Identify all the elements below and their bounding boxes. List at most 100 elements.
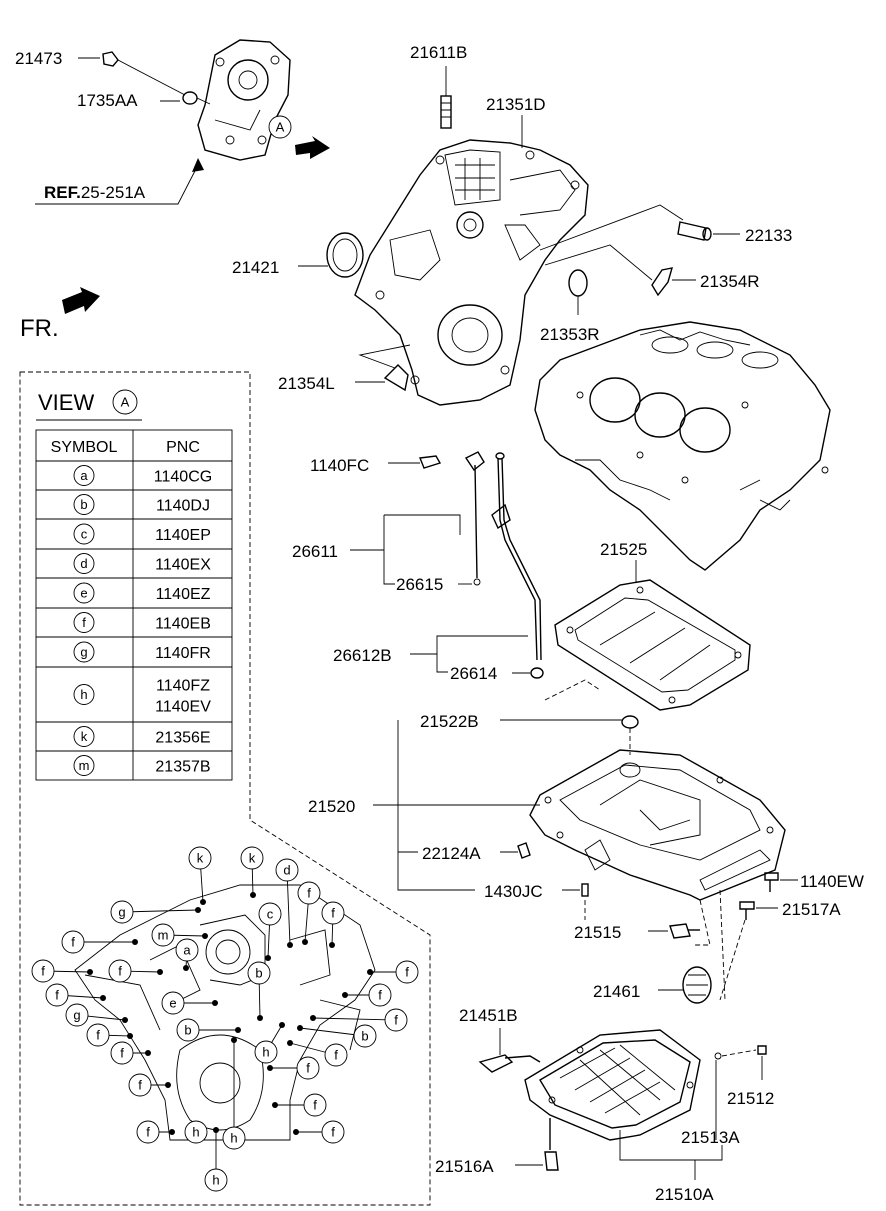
callout-f: f: [120, 1046, 124, 1061]
bolt-location-dot: [213, 1127, 219, 1133]
symbol-circle-a: [73, 465, 95, 486]
callout-circle-f: [395, 960, 419, 984]
bolt-location-dot: [302, 939, 308, 945]
oring-26614: [512, 667, 601, 701]
callout-f: f: [405, 965, 409, 980]
label-1140EW: 1140EW: [800, 872, 864, 891]
bolt-location-dot: [279, 1022, 285, 1028]
label-21522B: 21522B: [420, 712, 479, 731]
ladder-frame-21525: [554, 560, 751, 711]
symbol-circle-d: [73, 553, 95, 574]
ref-label: REF.25-251A: [44, 183, 146, 202]
view-a-panel: [19, 371, 431, 1206]
callout-h: h: [230, 1131, 237, 1146]
bolt-location-dot: [267, 1065, 273, 1071]
col-symbol: SYMBOL: [51, 439, 118, 456]
bolt-location-dot: [293, 1129, 299, 1135]
callout-f: f: [138, 1078, 142, 1093]
view-title: VIEW: [38, 390, 94, 415]
callout-circle-f: [86, 1023, 110, 1047]
bolt-location-dot: [195, 907, 201, 913]
callout-circle-f: [296, 1056, 320, 1080]
callout-circle-f: [108, 959, 132, 983]
callout-b: b: [255, 966, 262, 981]
symbol-a: a: [80, 468, 88, 483]
bolt-21515: [648, 923, 700, 939]
callout-f: f: [313, 1098, 317, 1113]
cap-21461: [658, 966, 712, 1004]
label-26614: 26614: [450, 664, 497, 683]
callout-circle-g: [65, 1003, 89, 1027]
label-21510A: 21510A: [655, 1185, 714, 1204]
bolt-1140FC: [388, 455, 442, 469]
plug-21512: [714, 1045, 767, 1140]
callout-circle-f: [324, 1043, 348, 1067]
pnc-f: 1140EB: [155, 616, 211, 633]
callout-circle-h: [222, 1126, 246, 1150]
cylinder-block: [534, 321, 831, 571]
callout-circle-f: [45, 983, 69, 1007]
pnc-a: 1140CG: [154, 469, 212, 486]
bolt-21517A: [739, 901, 778, 920]
bolt-21516A: [515, 1118, 559, 1171]
callout-circle-g: [110, 900, 134, 924]
callout-circle-b: [353, 1024, 377, 1048]
label-21520: 21520: [308, 797, 355, 816]
callout-h: h: [192, 1125, 199, 1140]
callout-leader: [286, 869, 291, 946]
bolt-location-dot: [235, 1027, 241, 1033]
label-21353R: 21353R: [540, 325, 600, 344]
pnc-d: 1140EX: [155, 557, 211, 574]
symbol-k: k: [81, 729, 88, 744]
pnc-c: 1140EP: [155, 527, 211, 544]
dowel-22124A: [500, 842, 531, 859]
oring-21522B: [500, 715, 639, 755]
callout-a: a: [183, 943, 191, 958]
front-arrow: [62, 287, 100, 314]
bolt-location-dot: [250, 892, 256, 898]
pnc-m: 21357B: [155, 759, 210, 776]
callout-h: h: [262, 1045, 269, 1060]
label-26615: 26615: [396, 575, 443, 594]
bolt-location-dot: [132, 939, 138, 945]
callout-circle-f: [384, 1008, 408, 1032]
pnc-g: 1140FR: [155, 645, 211, 662]
pnc-k: 21356E: [155, 730, 210, 747]
bolt-location-dot: [100, 995, 106, 1001]
bolt-location-dot: [231, 1037, 237, 1043]
front-label: FR.: [20, 315, 59, 342]
label-21451B: 21451B: [459, 1006, 518, 1025]
callout-f: f: [146, 1125, 150, 1140]
callout-f: f: [306, 1061, 310, 1076]
callout-k: k: [249, 851, 256, 866]
label-21516A: 21516A: [435, 1157, 494, 1176]
callout-f: f: [71, 935, 75, 950]
callout-circle-f: [128, 1073, 152, 1097]
callout-leader: [312, 1017, 397, 1021]
bolt-location-dot: [122, 1017, 128, 1023]
label-1140FC: 1140FC: [310, 456, 369, 475]
label-21512: 21512: [727, 1089, 774, 1108]
callout-circle-d: [275, 858, 299, 882]
bolt-location-dot: [367, 969, 373, 975]
symbol-circle-e: [73, 582, 95, 604]
callout-b: b: [361, 1029, 368, 1044]
bolt-21611B: [440, 66, 452, 129]
bolt-location-dot: [329, 942, 335, 948]
callout-b: b: [184, 1023, 191, 1038]
callout-k: k: [197, 851, 204, 866]
callout-c: c: [267, 907, 274, 922]
callout-f: f: [41, 964, 45, 979]
callout-f: f: [334, 1048, 338, 1063]
callout-circle-e: [161, 991, 185, 1015]
callout-circle-b: [176, 1018, 200, 1042]
timing-chain-cover: [354, 139, 589, 406]
callout-circle-f: [321, 901, 345, 925]
oil-level-gauge: [464, 451, 542, 661]
callout-f: f: [331, 1125, 335, 1140]
label-1735AA: 1735AA: [77, 91, 138, 110]
symbol-g: g: [80, 645, 87, 660]
callout-f: f: [394, 1013, 398, 1028]
bolt-location-dot: [310, 1015, 316, 1021]
